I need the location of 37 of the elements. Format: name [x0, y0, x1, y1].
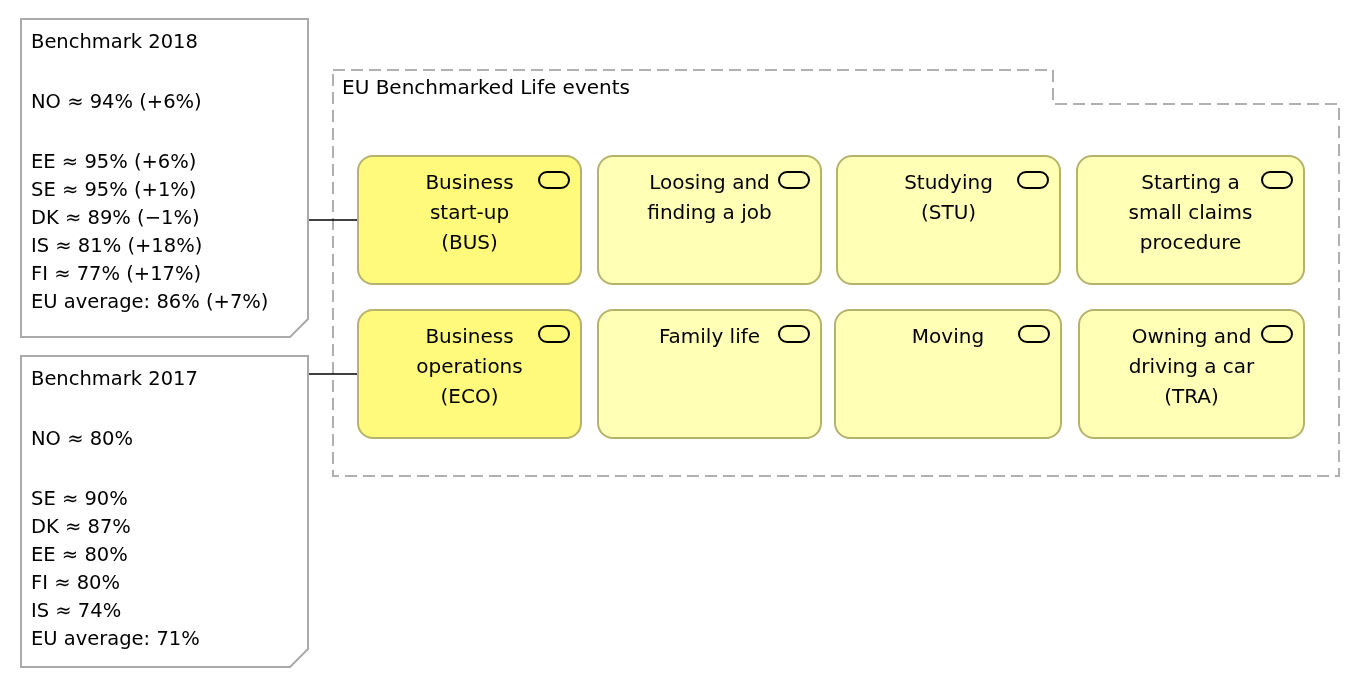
event-label: Family life — [657, 323, 762, 350]
note-text: IS ≈ 81% (+18%) — [31, 233, 203, 259]
business-event-box — [834, 309, 1062, 439]
note-text: EU average: 71% — [31, 626, 200, 652]
note-text: DK ≈ 87% — [31, 514, 131, 540]
business-event-box — [836, 155, 1061, 285]
business-event-box — [357, 309, 582, 439]
business-event-box — [357, 155, 582, 285]
note-text: SE ≈ 90% — [31, 486, 128, 512]
note-text: EE ≈ 95% (+6%) — [31, 149, 197, 175]
connector-line — [308, 373, 358, 375]
note-heading: Benchmark 2018 — [31, 29, 198, 55]
event-label: Studying (STU) — [903, 169, 994, 226]
event-label: Moving — [910, 323, 986, 350]
business-event-box — [1076, 155, 1305, 285]
note-text: IS ≈ 74% — [31, 598, 122, 624]
note-text: FI ≈ 77% (+17%) — [31, 261, 202, 287]
business-event-box — [597, 155, 822, 285]
business-event-box — [597, 309, 822, 439]
note-text: EE ≈ 80% — [31, 542, 128, 568]
event-label: Business operations (ECO) — [415, 323, 524, 410]
note-text: NO ≈ 80% — [31, 426, 133, 452]
connector-line — [308, 219, 358, 221]
note-card — [20, 355, 309, 668]
event-label: Owning and driving a car (TRA) — [1127, 323, 1256, 410]
event-label: Business start-up (BUS) — [424, 169, 515, 256]
note-text: SE ≈ 95% (+1%) — [31, 177, 197, 203]
note-text: FI ≈ 80% — [31, 570, 121, 596]
business-event-box — [1078, 309, 1305, 439]
event-label: Starting a small claims procedure — [1127, 169, 1254, 256]
note-text: EU average: 86% (+7%) — [31, 289, 269, 315]
event-label: Loosing and finding a job — [646, 169, 773, 226]
group-title: EU Benchmarked Life events — [342, 75, 630, 99]
note-text: NO ≈ 94% (+6%) — [31, 89, 202, 115]
note-heading: Benchmark 2017 — [31, 366, 198, 392]
note-card — [20, 18, 309, 338]
note-text: DK ≈ 89% (−1%) — [31, 205, 200, 231]
